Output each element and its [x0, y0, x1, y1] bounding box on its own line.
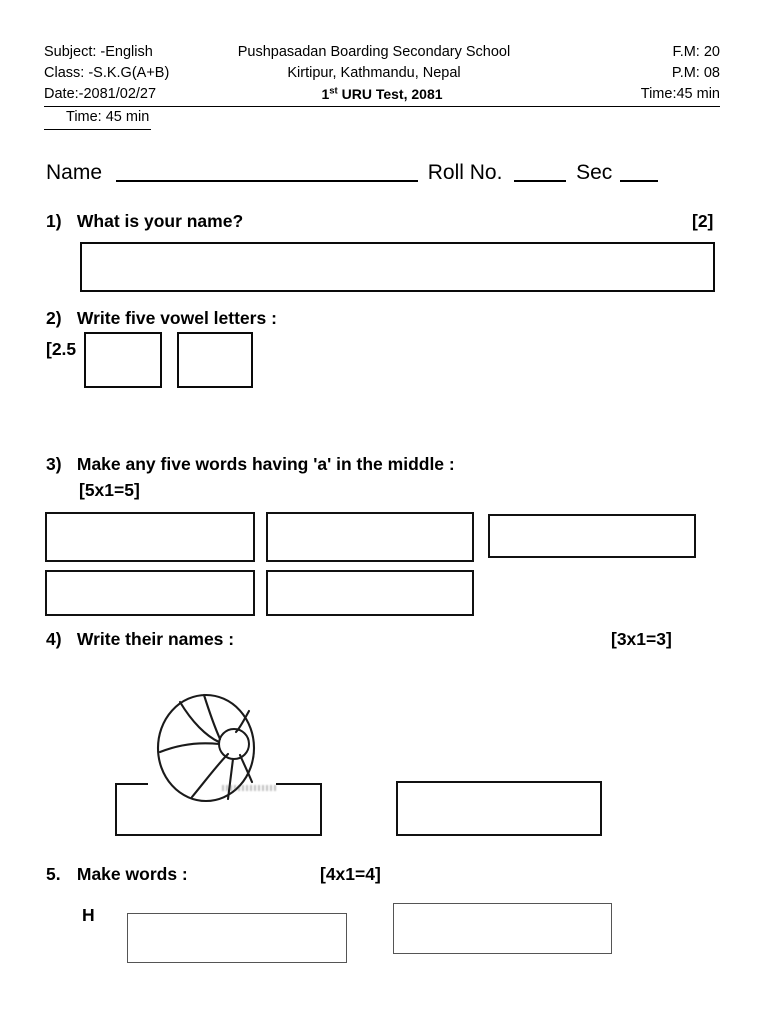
question-1-text: What is your name?	[76, 211, 244, 231]
question-4-answer-box-2[interactable]	[396, 781, 602, 836]
section-input-blank[interactable]	[620, 180, 659, 182]
question-5-heading: 5. Make words :	[46, 862, 188, 886]
header-row-subject: Subject: -English Pushpasadan Boarding S…	[44, 42, 720, 63]
beach-ball-image	[148, 692, 276, 804]
question-2-marks: [2.5	[46, 339, 77, 359]
question-1-heading: 1) What is your name?	[46, 209, 243, 233]
header-row-time: Time: 45 min	[44, 107, 720, 130]
question-3-number: 3)	[46, 454, 62, 474]
question-5-marks: [4x1=4]	[320, 864, 381, 884]
section-label: Sec	[576, 161, 613, 184]
student-identity-line: Name Roll No. Sec	[46, 158, 736, 188]
school-address: Kirtipur, Kathmandu, Nepal	[287, 65, 461, 81]
question-3-answer-box-4[interactable]	[45, 570, 255, 616]
question-2-heading: 2) Write five vowel letters :	[46, 306, 277, 330]
header-row-class: Class: -S.K.G(A+B) Kirtipur, Kathmandu, …	[44, 63, 720, 84]
exam-title-rest: URU Test, 2081	[337, 86, 443, 102]
roll-no-label: Roll No.	[427, 161, 503, 184]
name-input-blank[interactable]	[115, 180, 418, 182]
question-3-answer-box-1[interactable]	[45, 512, 255, 562]
question-2-number: 2)	[46, 308, 62, 328]
roll-no-input-blank[interactable]	[514, 180, 567, 182]
question-4-number: 4)	[46, 629, 62, 649]
question-4-text: Write their names :	[76, 629, 235, 649]
question-5-letter-hint: H	[82, 905, 95, 925]
exam-title: 1st URU Test, 2081	[44, 84, 720, 105]
time-allowed-label: Time: 45 min	[44, 107, 152, 130]
name-label: Name	[46, 161, 103, 184]
class-label: Class: -S.K.G(A+B)	[44, 65, 170, 81]
exam-title-ordinal: 1	[321, 86, 330, 102]
time-allowed-right: Time:45 min	[640, 86, 720, 102]
full-marks: F.M: 20	[672, 44, 720, 60]
exam-title-ordinal-suffix: st	[329, 85, 338, 97]
question-4-marks: [3x1=3]	[611, 629, 672, 649]
question-2-answer-box-2[interactable]	[177, 332, 253, 388]
question-1-number: 1)	[46, 211, 62, 231]
date-label: Date:-2081/02/27	[44, 86, 157, 102]
question-3-marks: [5x1=5]	[79, 480, 140, 500]
question-1-marks: [2]	[692, 211, 714, 231]
question-5-text: Make words :	[76, 864, 188, 884]
question-2-answer-box-1[interactable]	[84, 332, 162, 388]
question-1-answer-box[interactable]	[80, 242, 715, 292]
question-5-number: 5.	[46, 864, 61, 884]
question-5-answer-box-2[interactable]	[393, 903, 612, 954]
question-5-answer-box-1[interactable]	[127, 913, 347, 963]
question-3-answer-box-3[interactable]	[488, 514, 696, 558]
school-name: Pushpasadan Boarding Secondary School	[237, 44, 511, 60]
pass-marks: P.M: 08	[671, 65, 720, 81]
question-3-answer-box-2[interactable]	[266, 512, 474, 562]
subject-label: Subject: -English	[44, 44, 153, 60]
question-3-heading: 3) Make any five words having 'a' in the…	[46, 452, 455, 476]
image-watermark	[222, 785, 276, 791]
question-3-answer-box-5[interactable]	[266, 570, 474, 616]
header-row-date: Date:-2081/02/27 1st URU Test, 2081 Time…	[44, 84, 720, 107]
question-3-text: Make any five words having 'a' in the mi…	[76, 454, 455, 474]
question-4-heading: 4) Write their names :	[46, 627, 234, 651]
document-header: Subject: -English Pushpasadan Boarding S…	[44, 42, 720, 130]
question-2-text: Write five vowel letters :	[76, 308, 277, 328]
